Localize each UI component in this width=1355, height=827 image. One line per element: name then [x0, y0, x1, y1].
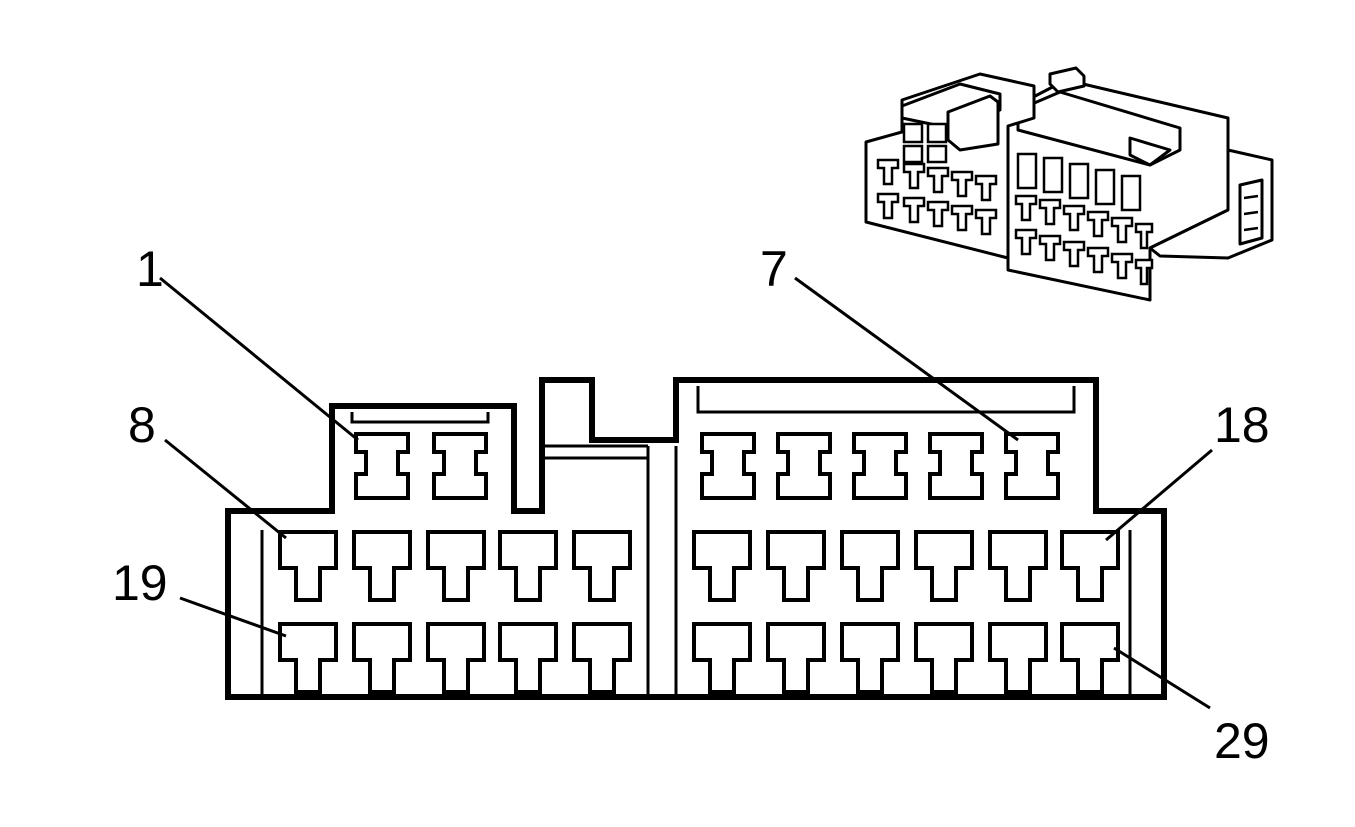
terminal-cavity-18 [1060, 530, 1120, 602]
terminal-cavity-29 [1060, 622, 1120, 694]
housing-outline [225, 377, 1167, 700]
connector-isometric-view [864, 66, 1274, 302]
terminal-cavity-20 [352, 622, 412, 694]
pin-label-8: 8 [128, 397, 156, 453]
pin-label-1: 1 [136, 241, 164, 297]
left-top-ledge [350, 412, 490, 424]
terminal-cavity-24 [692, 622, 752, 694]
terminal-cavity-22 [498, 622, 558, 694]
terminal-cavity-12 [572, 530, 632, 602]
terminal-cavity-7 [1004, 432, 1060, 500]
terminal-cavity-10 [426, 530, 486, 602]
leader-line-pin-1 [159, 276, 359, 442]
terminal-cavity-6 [928, 432, 984, 500]
pin-label-18: 18 [1214, 397, 1270, 453]
terminal-cavity-11 [498, 530, 558, 602]
pin-labels: 1 7 8 18 19 29 [112, 241, 1270, 769]
terminal-cavity-16 [914, 530, 974, 602]
terminal-cavity-3 [700, 432, 756, 500]
pin-label-7: 7 [760, 241, 788, 297]
terminal-cavity-26 [840, 622, 900, 694]
right-top-ledge [696, 386, 1076, 414]
terminal-cavities [278, 432, 1120, 694]
terminal-cavity-23 [572, 622, 632, 694]
leader-line-pin-18 [1105, 448, 1213, 542]
terminal-cavity-15 [840, 530, 900, 602]
terminal-cavity-28 [988, 622, 1048, 694]
terminal-cavity-21 [426, 622, 486, 694]
terminal-cavity-27 [914, 622, 974, 694]
terminal-cavity-14 [766, 530, 826, 602]
leader-line-pin-29 [1113, 646, 1211, 710]
terminal-cavity-9 [352, 530, 412, 602]
pin-label-19: 19 [112, 555, 168, 611]
connector-face-view [225, 377, 1167, 700]
terminal-cavity-17 [988, 530, 1048, 602]
leader-lines [159, 276, 1213, 710]
terminal-cavity-2 [432, 432, 488, 500]
terminal-cavity-8 [278, 530, 338, 602]
leader-line-pin-7 [794, 276, 1019, 442]
terminal-cavity-19 [278, 622, 338, 694]
terminal-cavity-25 [766, 622, 826, 694]
leader-line-pin-19 [179, 596, 287, 638]
leader-line-pin-8 [164, 438, 287, 540]
terminal-cavity-4 [776, 432, 832, 500]
terminal-cavity-1 [354, 432, 410, 500]
terminal-cavity-5 [852, 432, 908, 500]
terminal-cavity-13 [692, 530, 752, 602]
pin-label-29: 29 [1214, 713, 1270, 769]
